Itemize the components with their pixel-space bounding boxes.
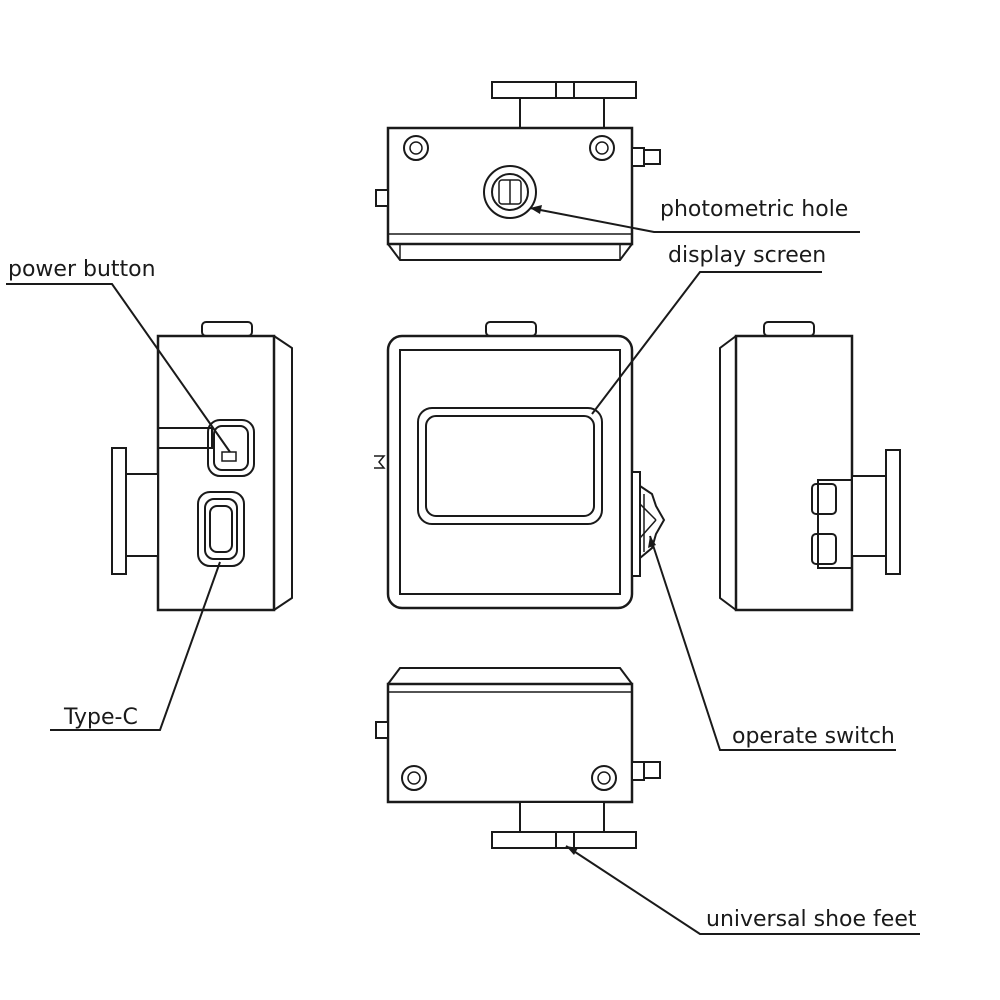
- top-screw-left: [403, 135, 429, 161]
- left-view-body: [156, 334, 276, 612]
- operate-switch-shape: [631, 471, 666, 577]
- display-screen-shape: [417, 407, 603, 525]
- left-shoe-foot: [111, 447, 159, 575]
- label-operate-switch: operate switch: [732, 724, 895, 749]
- top-view: [375, 81, 661, 261]
- top-screw-right: [589, 135, 615, 161]
- photometric-hole-shape: [483, 165, 537, 219]
- label-display-screen: display screen: [668, 243, 826, 268]
- label-photometric-hole: photometric hole: [660, 197, 848, 222]
- right-shoe-foot: [851, 449, 901, 575]
- bottom-shoe-foot: [491, 801, 637, 849]
- bottom-screw-right: [591, 765, 617, 791]
- top-shoe-foot: [491, 81, 637, 129]
- right-switch-knob: [811, 479, 853, 569]
- bottom-screw-left: [401, 765, 427, 791]
- left-view: [111, 321, 293, 612]
- bottom-view: [375, 667, 661, 849]
- label-universal-shoe-feet: universal shoe feet: [706, 907, 917, 932]
- right-view: [719, 321, 901, 612]
- label-type-c: Type-C: [63, 705, 138, 730]
- front-view-body: [386, 334, 634, 610]
- bottom-view-body: [386, 682, 634, 804]
- leader-lines: [6, 205, 920, 935]
- front-view: [374, 321, 666, 610]
- label-power-button: power button: [8, 257, 156, 282]
- type-c-port-shape: [197, 491, 245, 567]
